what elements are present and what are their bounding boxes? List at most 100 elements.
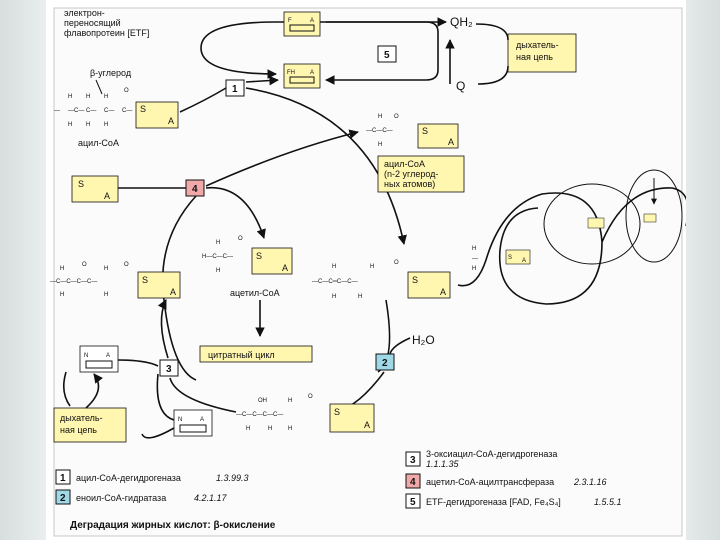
svg-text:H: H [104, 94, 108, 100]
coa-sh-input [71, 175, 119, 203]
svg-text:A: A [106, 353, 110, 359]
svg-text:A: A [440, 287, 446, 297]
step-3-box [159, 359, 179, 377]
etf-cycle-left-arc [200, 21, 277, 79]
acetyl-coa-molecule: HO H—C—C— H S A [202, 236, 293, 275]
svg-text:OH: OH [258, 398, 267, 404]
svg-text:ETF-дегидрогеназа [FAD, Fe₄S₄]: ETF-дегидрогеназа [FAD, Fe₄S₄] [426, 497, 561, 507]
svg-text:C—: C— [86, 108, 96, 114]
etf-fad-oxidized: F A [283, 11, 321, 37]
svg-text:3: 3 [410, 455, 416, 466]
spiral-cycles: H — H S A [457, 169, 686, 305]
chain-to-q [477, 65, 509, 85]
svg-text:—: — [54, 108, 60, 114]
step-2-label: 2 [382, 358, 388, 369]
svg-text:H: H [378, 114, 382, 120]
svg-text:N: N [84, 353, 88, 359]
svg-text:H: H [104, 292, 108, 298]
svg-text:H: H [370, 264, 374, 270]
svg-text:S: S [78, 179, 84, 189]
svg-text:O: O [82, 262, 87, 268]
respiratory-chain-left [53, 407, 127, 443]
svg-text:FH: FH [287, 70, 295, 76]
svg-text:4.2.1.17: 4.2.1.17 [194, 493, 228, 503]
svg-text:A: A [522, 258, 526, 264]
svg-text:O: O [124, 88, 129, 94]
etf-label-line-2: переносящий [64, 18, 121, 28]
oxidation-arrow [157, 299, 169, 359]
svg-text:ная цепь: ная цепь [60, 425, 97, 435]
respiratory-chain-top [507, 33, 577, 73]
svg-text:H: H [104, 266, 108, 272]
svg-text:(n-2 углерод-: (n-2 углерод- [384, 169, 438, 179]
svg-text:H: H [68, 94, 72, 100]
svg-text:S: S [140, 104, 146, 114]
nad-reduced: N A [173, 409, 213, 437]
svg-text:H: H [216, 268, 220, 274]
qh2-to-chain [475, 23, 509, 41]
svg-text:H: H [60, 266, 64, 272]
etf-fad-reduced: FH A [283, 63, 321, 89]
svg-text:H: H [60, 292, 64, 298]
svg-text:H: H [288, 426, 292, 432]
svg-text:A: A [282, 263, 288, 273]
svg-text:—C—C—C—C—: —C—C—C—C— [50, 279, 97, 285]
to-shortened-acyl-arrow [205, 129, 359, 187]
svg-text:H: H [378, 142, 382, 148]
svg-text:ацил-CoA-дегидрогеназа: ацил-CoA-дегидрогеназа [76, 473, 181, 483]
to-etf-arrow [245, 75, 279, 86]
svg-text:H: H [472, 266, 476, 272]
acetyl-coa-label: ацетил-CoA [230, 288, 280, 298]
etf-label-line-3: флавопротеин [ETF] [64, 28, 149, 38]
qh2-label: QH₂ [450, 15, 473, 29]
citrate-cycle-label: цитратный цикл [208, 350, 275, 360]
step-4-label: 4 [192, 184, 198, 195]
svg-text:ацетил-CoA-ацилтрансфераза: ацетил-CoA-ацилтрансфераза [426, 477, 554, 487]
svg-text:1.5.5.1: 1.5.5.1 [594, 497, 622, 507]
svg-text:C—: C— [122, 108, 132, 114]
svg-text:H: H [332, 294, 336, 300]
svg-text:H: H [472, 246, 476, 252]
svg-text:A: A [200, 417, 204, 423]
svg-text:4: 4 [410, 477, 416, 488]
etf-cycle-return-line [325, 69, 439, 85]
svg-text:—C—C═C—C—: —C—C═C—C— [312, 279, 358, 285]
svg-text:5: 5 [410, 497, 416, 508]
svg-text:A: A [448, 137, 454, 147]
svg-text:2: 2 [60, 493, 66, 504]
svg-text:ных атомов): ных атомов) [384, 179, 435, 189]
svg-text:H: H [332, 264, 336, 270]
svg-text:A: A [170, 287, 176, 297]
svg-text:ацил-CoA: ацил-CoA [384, 159, 425, 169]
svg-text:3-оксиацил-CoA-дегидрогеназа: 3-оксиацил-CoA-дегидрогеназа [426, 449, 557, 459]
svg-text:дыхатель-: дыхатель- [516, 40, 559, 50]
svg-text:еноил-CoA-гидратаза: еноил-CoA-гидратаза [76, 493, 166, 503]
svg-text:—C—C—C—C—: —C—C—C—C— [236, 412, 283, 418]
svg-text:S: S [508, 255, 512, 261]
step-3-label: 3 [166, 364, 172, 375]
svg-text:H: H [268, 426, 272, 432]
svg-text:—: — [472, 256, 478, 262]
acyl-coa-short-label-box [377, 155, 465, 193]
svg-text:H: H [86, 94, 90, 100]
caption: Деградация жирных кислот: β-окисление [70, 520, 276, 531]
svg-text:2.3.1.16: 2.3.1.16 [573, 477, 607, 487]
svg-text:H: H [358, 294, 362, 300]
svg-text:дыхатель-: дыхатель- [60, 413, 103, 423]
q-label: Q [456, 79, 465, 93]
step-1-label: 1 [232, 84, 238, 95]
svg-text:H: H [104, 122, 108, 128]
etf-label-line-1: электрон- [64, 8, 105, 18]
svg-text:1: 1 [60, 473, 66, 484]
svg-text:F: F [288, 18, 292, 24]
svg-text:A: A [364, 420, 370, 430]
svg-text:A: A [168, 116, 174, 126]
svg-text:A: A [310, 18, 314, 24]
svg-text:S: S [142, 275, 148, 285]
svg-text:C—: C— [104, 108, 114, 114]
nad-oxidized: N A [79, 345, 119, 373]
svg-text:O: O [124, 262, 129, 268]
